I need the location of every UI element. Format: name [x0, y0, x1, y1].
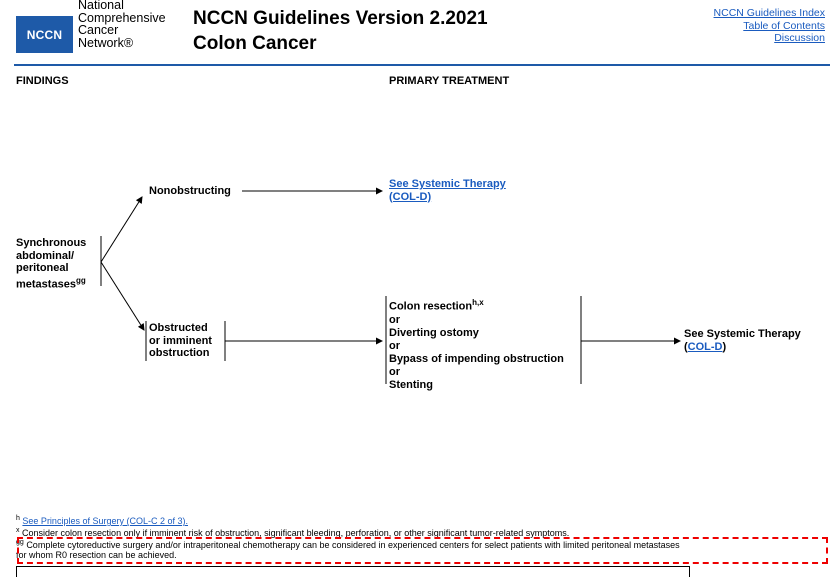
bottom-frame	[16, 566, 690, 577]
final-col-d-link[interactable]: COL-D	[687, 340, 723, 353]
final-col-d: (COL-D)	[684, 340, 727, 353]
root-line-1: Synchronous	[16, 237, 87, 249]
footnote-h: h See Principles of Surgery (COL-C 2 of …	[16, 514, 188, 526]
diverting-ostomy-option: Diverting ostomy	[389, 326, 479, 339]
arrow-to-nonobstructing	[100, 196, 143, 263]
final-systemic-therapy-label: See Systemic Therapy	[684, 328, 801, 340]
page-title: NCCN Guidelines Version 2.2021 Colon Can…	[193, 6, 488, 56]
root-line-3: peritoneal	[16, 262, 69, 274]
footnote-gg-mark: gg	[16, 539, 24, 546]
final-systemic-therapy: See Systemic Therapy (COL-D)	[684, 328, 801, 353]
arrow-to-obstructed	[100, 261, 145, 331]
footnote-x-mark: x	[16, 527, 20, 534]
org-line-2: Comprehensive	[78, 10, 166, 25]
findings-heading: FINDINGS	[16, 75, 69, 87]
header-divider	[14, 64, 830, 66]
colon-resection-option: Colon resectionh,x	[389, 298, 484, 313]
top-navigation: NCCN Guidelines Index Table of Contents …	[714, 7, 825, 45]
footnote-x-text: Consider colon resection only if imminen…	[22, 528, 570, 538]
or-1: or	[389, 313, 400, 326]
obstructed-line-1: Obstructed	[149, 322, 208, 334]
organization-name: National Comprehensive Cancer Network®	[78, 0, 166, 49]
principles-of-surgery-link[interactable]: See Principles of Surgery (COL-C 2 of 3)…	[22, 516, 188, 526]
obstructed-node: Obstructed or imminent obstruction	[149, 322, 212, 360]
nonobstructing-node: Nonobstructing	[149, 185, 231, 197]
root-line-2: abdominal/	[16, 249, 75, 262]
bypass-option: Bypass of impending obstruction	[389, 352, 564, 365]
nccn-logo-text: NCCN	[26, 27, 63, 42]
root-line-4: metastasesgg	[16, 275, 86, 291]
table-of-contents-link[interactable]: Table of Contents	[743, 19, 825, 32]
org-line-3: Cancer	[78, 23, 119, 37]
highlight-box	[17, 537, 828, 564]
org-line-4: Network®	[78, 35, 134, 50]
root-footnote-ref: gg	[75, 275, 86, 285]
or-2: or	[389, 339, 400, 352]
obstructed-line-3: obstruction	[149, 347, 210, 359]
or-3: or	[389, 365, 400, 378]
title-version: NCCN Guidelines Version 2.2021	[193, 8, 488, 29]
nonobstructing-systemic-therapy[interactable]: See Systemic Therapy (COL-D)	[389, 178, 506, 203]
org-line-1: National	[78, 0, 124, 12]
colon-resection-footnote-ref: h,x	[472, 298, 484, 307]
footnote-h-mark: h	[16, 515, 20, 522]
discussion-link[interactable]: Discussion	[774, 32, 825, 44]
col-d-link[interactable]: (COL-D)	[389, 190, 432, 203]
footnote-gg: gg Complete cytoreductive surgery and/or…	[16, 538, 680, 560]
footnote-gg-line-2: for whom R0 resection can be achieved.	[16, 550, 177, 560]
treatment-options: Colon resectionh,x or Diverting ostomy o…	[389, 296, 564, 392]
footnote-gg-line-1: gg Complete cytoreductive surgery and/or…	[16, 539, 680, 550]
primary-treatment-heading: PRIMARY TREATMENT	[389, 75, 510, 87]
nccn-logo	[16, 16, 73, 53]
obstructed-line-2: or imminent	[149, 334, 212, 347]
stenting-option: Stenting	[389, 378, 433, 391]
title-disease: Colon Cancer	[193, 33, 317, 54]
see-systemic-therapy-link[interactable]: See Systemic Therapy	[389, 178, 506, 190]
guidelines-index-link[interactable]: NCCN Guidelines Index	[713, 7, 825, 19]
footnote-x: x Consider colon resection only if immin…	[16, 526, 569, 538]
root-finding: Synchronous abdominal/ peritoneal metast…	[16, 237, 86, 291]
